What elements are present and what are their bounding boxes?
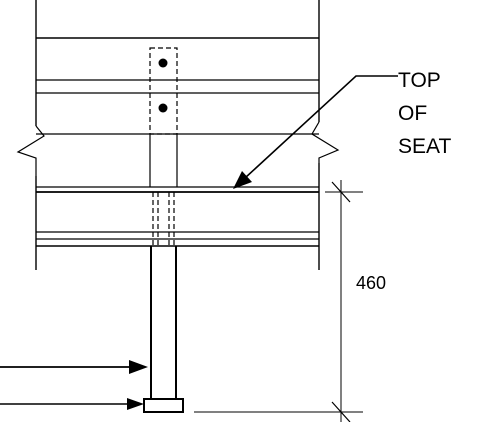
dimension-label: 460 <box>356 273 386 293</box>
tick-bottom <box>331 401 351 423</box>
top-of-seat-leader <box>244 75 398 179</box>
break-lines <box>16 121 340 176</box>
tick-top <box>331 181 351 203</box>
right-break-line <box>311 121 340 163</box>
bolt-lower <box>158 103 168 113</box>
label-seat: SEAT <box>398 135 451 158</box>
frame-upright <box>149 134 178 187</box>
seat-slats <box>36 186 319 247</box>
label-top: TOP <box>398 69 441 92</box>
bolt-upper <box>158 58 168 68</box>
label-of: OF <box>398 102 427 125</box>
backrest-bracket <box>149 47 178 135</box>
left-leader-arrows <box>0 360 148 410</box>
foot-arrowhead <box>127 398 144 410</box>
left-break-line <box>16 125 45 176</box>
leg-hidden-portion <box>152 192 175 246</box>
bench-leg <box>150 246 177 399</box>
leg-arrowhead <box>129 360 148 374</box>
dimension-460 <box>194 180 363 423</box>
foot-plate <box>143 398 184 413</box>
top-of-seat-arrowhead <box>233 171 252 189</box>
